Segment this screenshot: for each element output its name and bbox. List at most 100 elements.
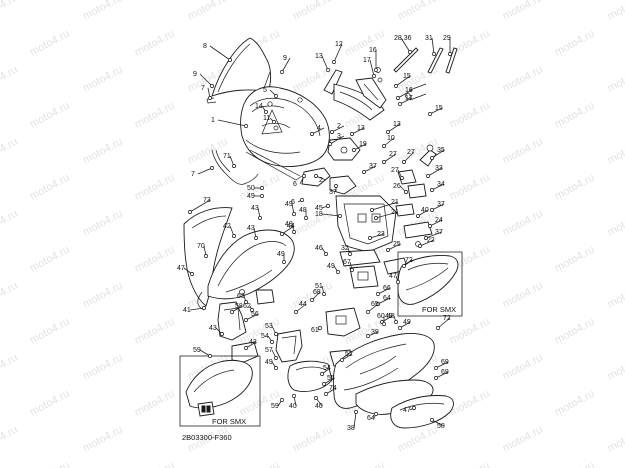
fastener-mark [244,318,248,322]
callout-number: 69 [441,359,449,366]
fastener-mark [270,340,274,344]
fastener-mark [310,298,314,302]
watermark-text: moto4.ru [133,316,177,347]
callout-number: 15 [435,105,443,112]
fastener-mark [280,70,284,74]
callout-number: 65 [371,301,379,308]
lower-left-brackets [217,289,275,363]
callout-number: 11 [263,115,270,122]
right-bottom-cover [390,395,454,429]
leader-line [427,167,443,177]
fastener-mark [372,74,376,78]
callout-number: 49 [285,201,293,208]
fastener-mark [314,174,318,178]
fastener-mark [318,326,322,330]
callout-number: 64 [367,415,375,422]
watermark-text: moto4.ru [448,460,492,468]
leader-line [189,307,205,311]
callout-number: 49 [403,319,411,326]
watermark-text: moto4.ru [133,28,177,59]
fastener-mark [220,332,224,336]
leader-line [431,37,435,55]
inset-frame-right [397,251,463,317]
callout-number: 13 [393,121,401,128]
hose-and-stays [211,149,303,185]
leader-line [377,287,391,295]
leader-line [387,123,401,133]
watermark-text: moto4.ru [81,280,125,311]
leader-line [281,225,295,235]
watermark-text: moto4.ru [28,28,72,59]
fastener-mark [370,208,374,212]
callout-number: 37 [369,163,377,170]
watermark-text: moto4.ru [81,352,125,383]
inset-frame-left [179,355,261,427]
callout-number: 56 [251,311,259,318]
leader-line [429,219,443,227]
fastener-mark [334,184,338,188]
watermark-text: moto4.ru [133,172,177,203]
callout-number: 73 [203,197,211,204]
watermark-text: moto4.ru [28,460,72,468]
callout-number: 45 [315,205,323,212]
fastener-mark [204,254,208,258]
leader-line [199,73,213,87]
leader-line [437,317,451,329]
fastener-mark [374,412,378,416]
callout-number: 21 [391,199,399,206]
fastener-mark [424,236,428,240]
fastener-mark [430,156,434,160]
fastener-mark [366,334,370,338]
fastener-mark [272,120,276,124]
callout-number: 71 [223,153,231,160]
callout-number: 48 [299,207,307,214]
watermark-text: moto4.ru [28,100,72,131]
fastener-mark [274,332,278,336]
fastener-mark [274,94,278,98]
callout-number: 47 [403,407,411,414]
watermark-text: moto4.ru [501,64,545,95]
callout-number: 34 [437,181,445,188]
leader-line [209,45,231,61]
fastener-mark [394,320,398,324]
callout-number: 50 [437,423,445,430]
callout-number: 43 [249,339,257,346]
fastener-mark [310,132,314,136]
leader-line [435,371,449,379]
leader-line [329,135,345,145]
fastener-mark [320,372,324,376]
fastener-mark [354,410,358,414]
watermark-text: moto4.ru [81,0,125,23]
callout-number: 44 [299,301,307,308]
callout-number: 43 [209,325,217,332]
watermark-text: moto4.ru [553,28,597,59]
fastener-mark [448,52,452,56]
watermark-text: moto4.ru [606,0,625,23]
callout-number: 2 [319,177,323,184]
watermark-text: moto4.ru [133,388,177,419]
fastener-mark [408,50,412,54]
fastener-mark [386,130,390,134]
callout-number: 39 [371,329,379,336]
watermark-text: moto4.ru [0,64,20,95]
diagram-code: 2B03300-F360 [182,433,232,442]
fastener-mark [304,216,308,220]
fastener-mark [396,280,400,284]
callout-number: 59 [193,347,201,354]
leader-line [431,149,445,159]
fastener-mark [264,110,268,114]
fastener-mark [258,216,262,220]
callout-number: 27 [389,151,397,158]
leader-line [311,127,325,135]
callout-number: 29 [443,35,451,42]
leader-line [333,43,343,63]
leader-line [399,97,413,105]
callout-number: 55 [327,375,335,382]
fastener-mark [428,112,432,116]
mirror-stay-bracket [323,69,387,121]
fittings-right [383,144,437,275]
watermark-text: moto4.ru [606,64,625,95]
callout-number: 62 [243,303,251,310]
callout-number: 72 [405,257,413,264]
